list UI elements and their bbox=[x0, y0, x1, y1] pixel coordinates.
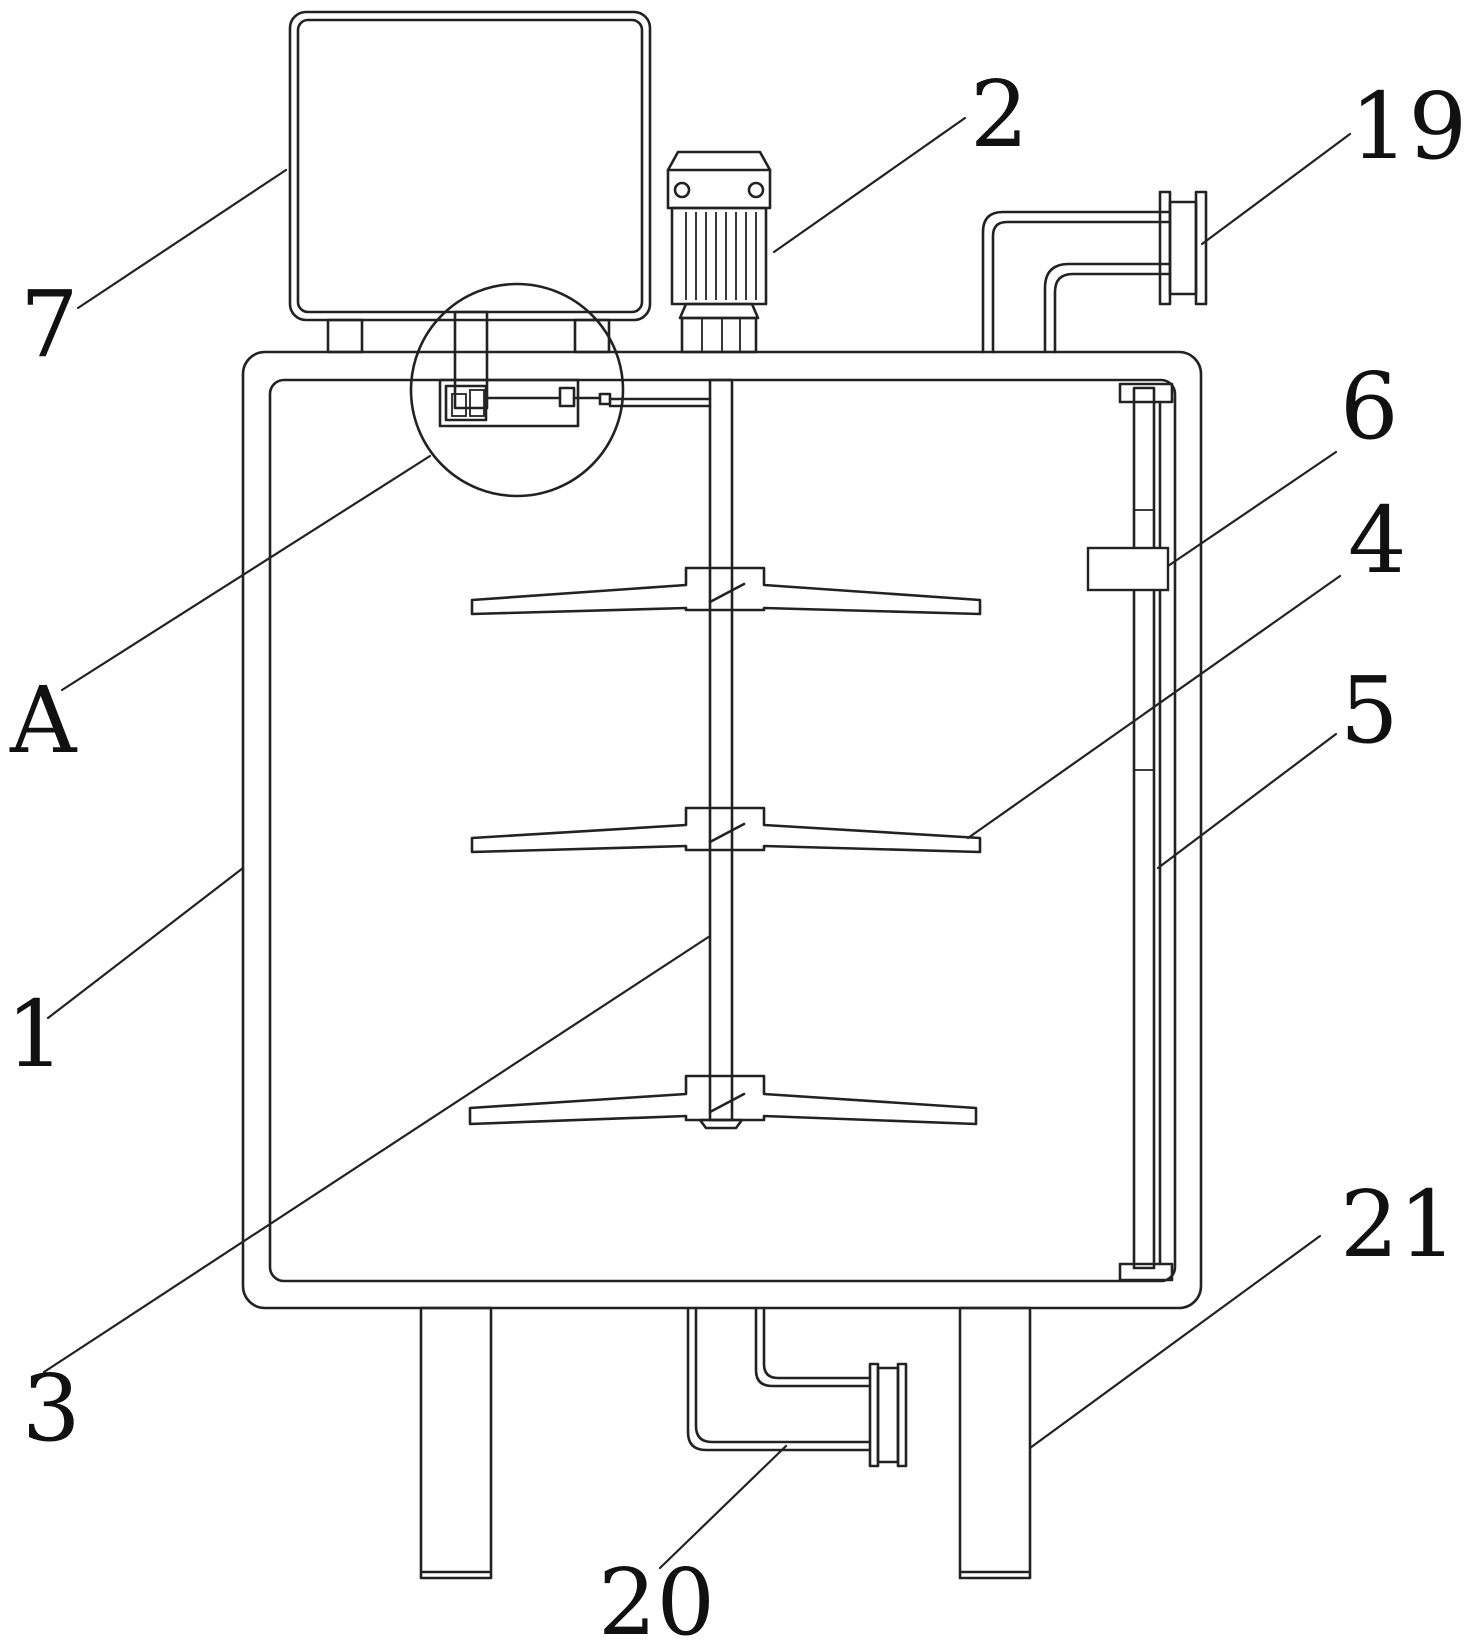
label-3: 3 bbox=[22, 1355, 81, 1462]
impeller-lower bbox=[468, 1074, 978, 1130]
label-19: 19 bbox=[1350, 73, 1467, 180]
impeller-middle bbox=[470, 806, 982, 854]
inlet-pipe bbox=[981, 190, 1208, 354]
label-20: 20 bbox=[598, 1549, 715, 1640]
label-a: A bbox=[9, 667, 78, 774]
label-2: 2 bbox=[970, 61, 1029, 168]
reference-labels: 7 2 19 6 4 5 A 1 21 3 20 bbox=[6, 61, 1467, 1640]
impeller-upper bbox=[470, 566, 982, 616]
legs bbox=[419, 1306, 1032, 1580]
label-21: 21 bbox=[1340, 1171, 1457, 1278]
label-1: 1 bbox=[6, 981, 65, 1088]
label-7: 7 bbox=[20, 271, 79, 378]
motor bbox=[666, 150, 772, 354]
detail-a-mechanism bbox=[409, 282, 712, 498]
leader-lines bbox=[42, 116, 1352, 1570]
side-rail bbox=[1118, 382, 1174, 1282]
label-4: 4 bbox=[1348, 487, 1407, 594]
tank-body bbox=[241, 350, 1203, 1310]
shaft bbox=[708, 378, 734, 1122]
slider-block bbox=[1086, 546, 1170, 592]
motor-fins bbox=[685, 212, 757, 300]
outlet-pipe bbox=[686, 1306, 908, 1468]
label-6: 6 bbox=[1340, 353, 1399, 460]
label-5: 5 bbox=[1340, 657, 1399, 764]
top-box bbox=[288, 10, 652, 410]
